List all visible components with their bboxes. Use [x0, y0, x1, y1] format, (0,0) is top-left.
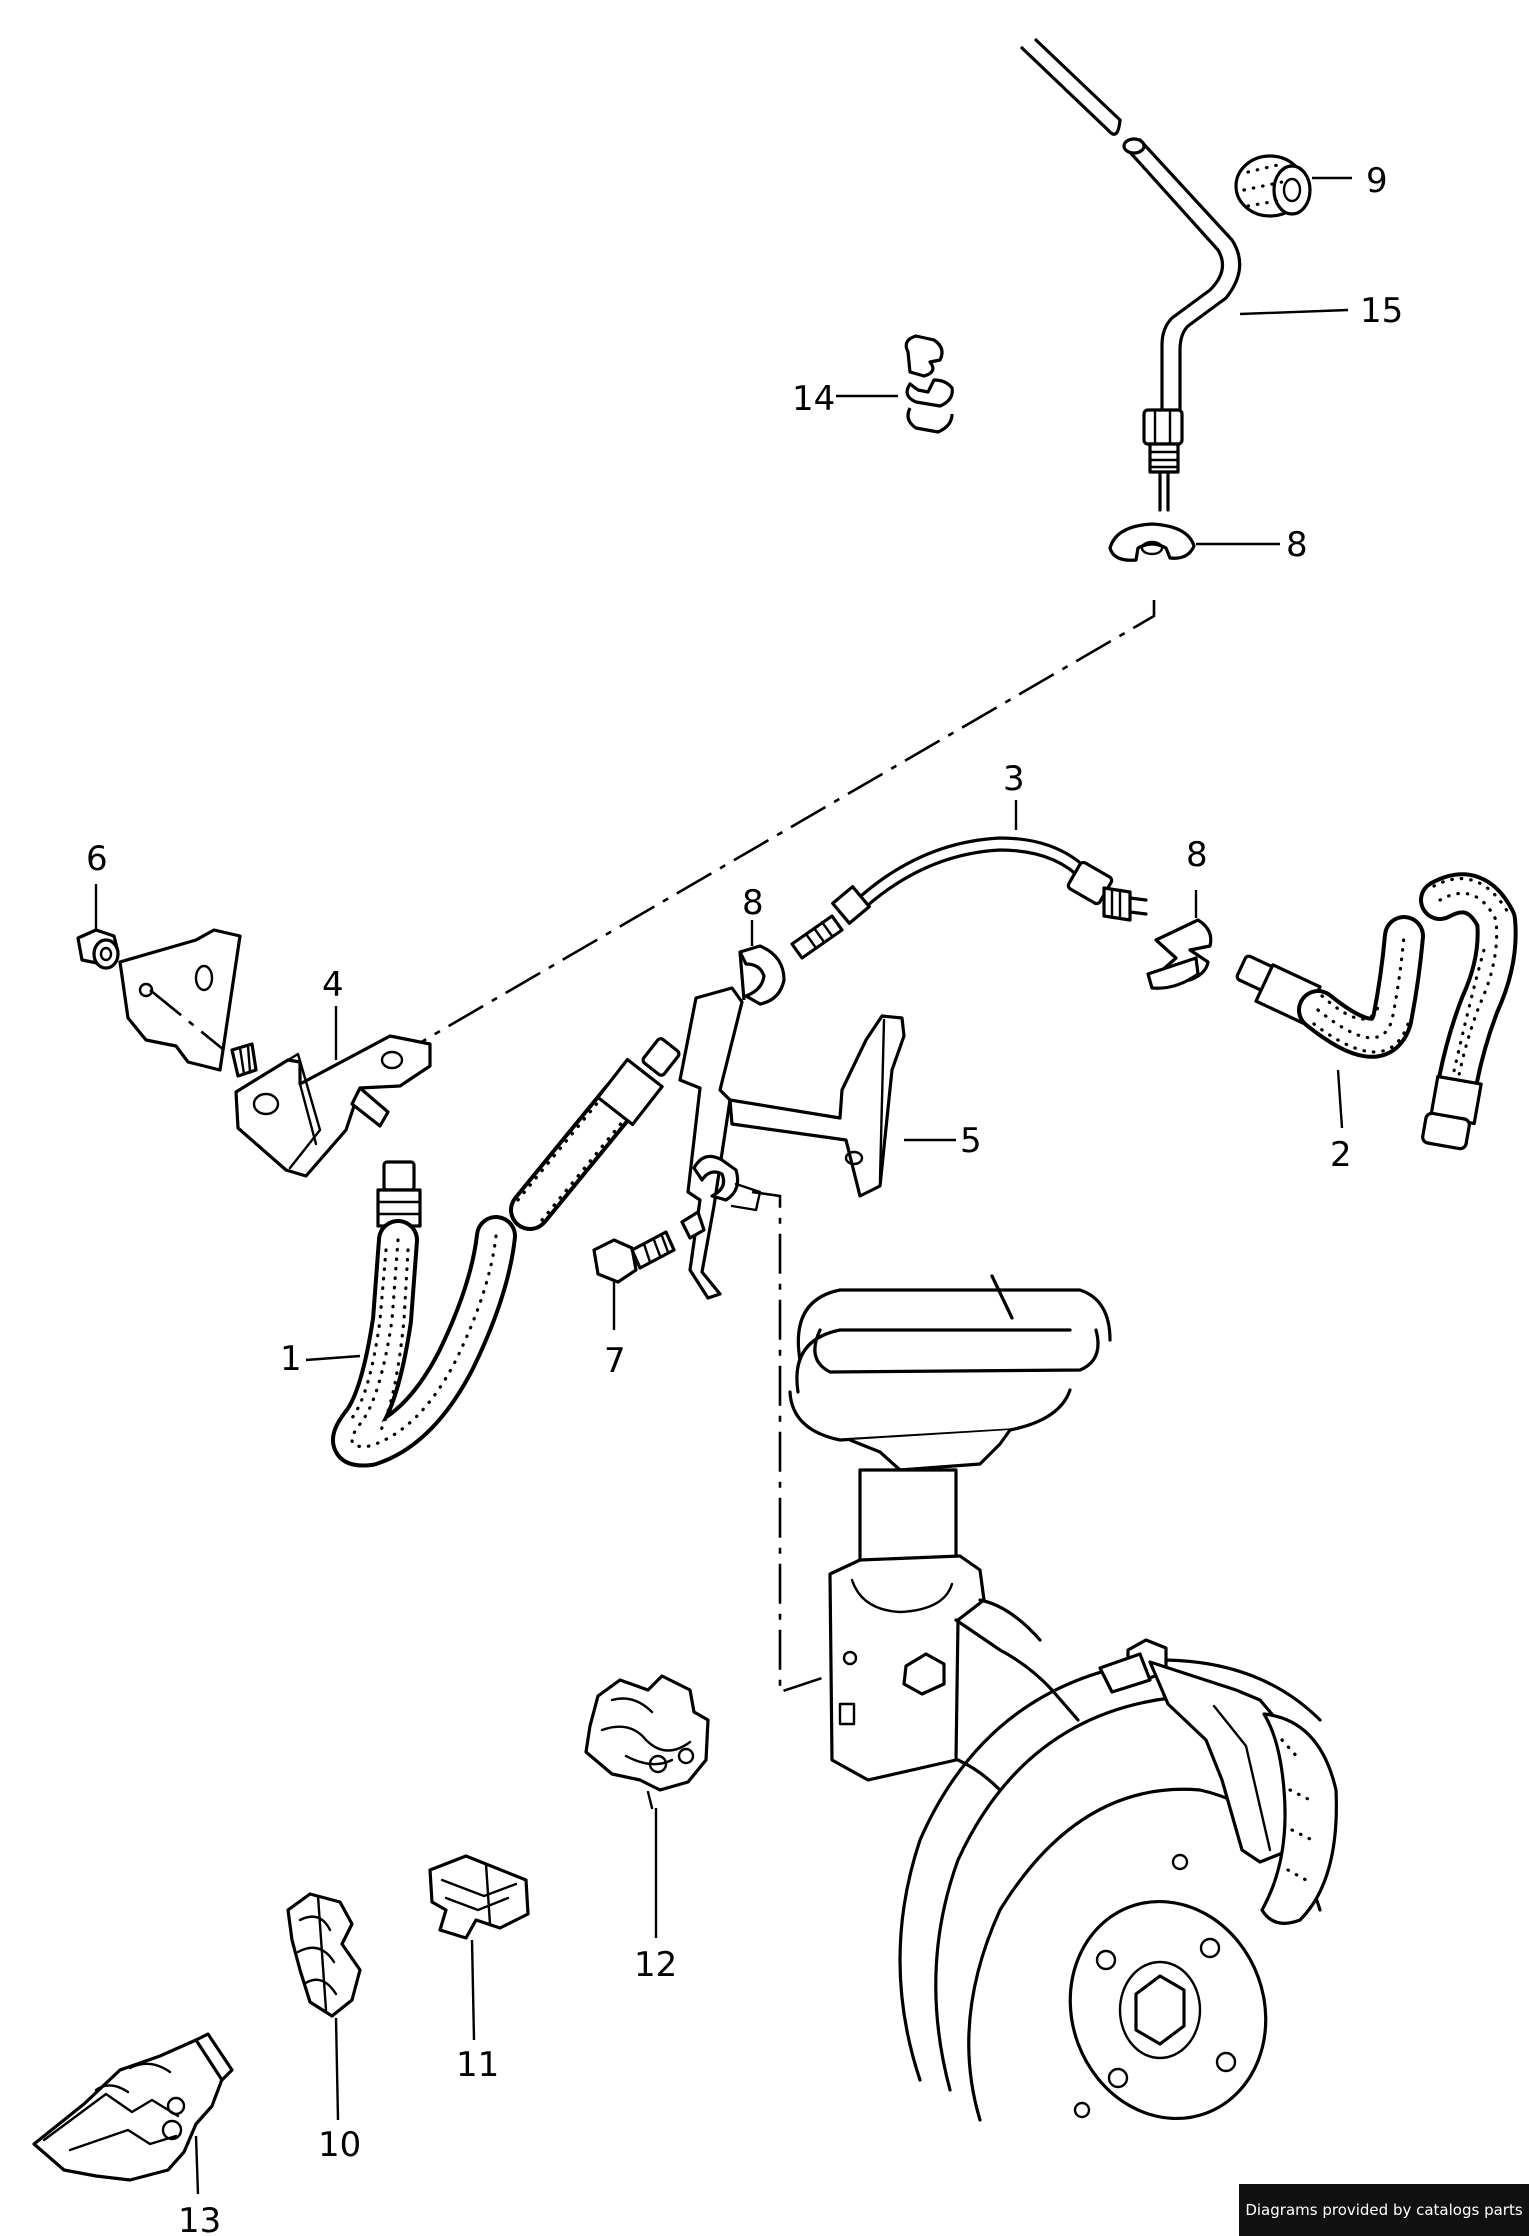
- bracket-part-4: [118, 928, 432, 1178]
- pad-part-12: [584, 1674, 710, 1810]
- label-part-4: 4: [322, 965, 344, 1005]
- label-part-15: 15: [1360, 291, 1403, 331]
- credit-banner: Diagrams provided by catalogs parts: [1239, 2184, 1529, 2236]
- label-part-2: 2: [1330, 1135, 1352, 1175]
- grommet-part-9: [1234, 154, 1312, 218]
- label-part-1: 1: [280, 1339, 302, 1379]
- label-part-11: 11: [456, 2045, 499, 2085]
- routing-line-strut: [751, 1190, 841, 1694]
- clip-part-14: [904, 334, 954, 434]
- bolt-part-7: [592, 1210, 706, 1284]
- label-part-8-left: 8: [742, 883, 764, 923]
- pad-set-part-13: [32, 2032, 234, 2182]
- retaining-clip-part-8-right: [1146, 918, 1213, 990]
- nut-part-6: [76, 928, 120, 970]
- label-part-6: 6: [86, 839, 108, 879]
- label-part-14: 14: [792, 379, 835, 419]
- brake-hose-part-2: [1235, 872, 1518, 1151]
- label-part-10: 10: [318, 2125, 361, 2165]
- label-part-8-right: 8: [1186, 835, 1208, 875]
- retaining-clip-part-8-left: [738, 944, 786, 1006]
- brake-hose-part-1: [331, 1037, 681, 1468]
- brake-disc-caliper: [898, 1638, 1338, 2122]
- label-part-5: 5: [960, 1121, 982, 1161]
- strut-assembly: [788, 1274, 1112, 1792]
- brake-pipe-part-15: [1020, 38, 1242, 512]
- label-part-8-top: 8: [1286, 525, 1308, 565]
- label-part-7: 7: [604, 1341, 626, 1381]
- bracket-part-5: [678, 986, 906, 1300]
- label-part-13: 13: [178, 2201, 221, 2236]
- spring-part-11: [428, 1854, 530, 1940]
- clip-part-10: [286, 1892, 362, 2018]
- retaining-clip-part-8-top: [1108, 522, 1196, 562]
- brake-line-part-3: [790, 836, 1148, 960]
- label-part-12: 12: [634, 1945, 677, 1985]
- leader-lines: [94, 176, 1352, 2195]
- routing-line-top: [379, 600, 1156, 1068]
- label-part-9: 9: [1366, 161, 1388, 201]
- label-part-3: 3: [1003, 759, 1025, 799]
